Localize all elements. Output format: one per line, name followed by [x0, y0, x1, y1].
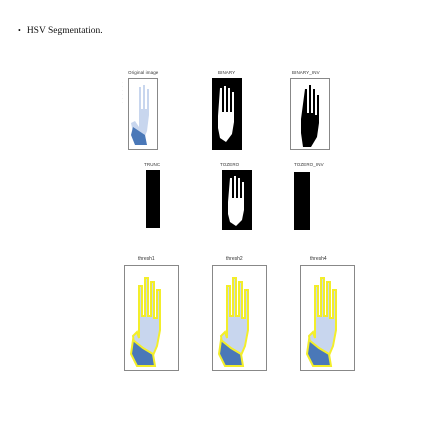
label-thresh1: thresh1 [138, 256, 155, 262]
label-binary-inv: BINARY_INV [292, 70, 320, 75]
thresh4-panel [300, 265, 355, 371]
thresh2-panel [212, 265, 267, 371]
binary-inv-panel [290, 78, 330, 150]
binary-panel [212, 78, 242, 150]
tozero-hand-image [222, 170, 252, 230]
label-tozero-inv: TOZERO_INV [294, 162, 324, 167]
thresh4-hand-image [301, 266, 354, 370]
binary-hand-image [212, 78, 242, 150]
thresh1-panel [124, 265, 179, 371]
label-trunc: TRUNC [144, 162, 161, 167]
bullet: • [18, 26, 21, 35]
trunc-panel [146, 170, 160, 228]
thresh2-hand-image [213, 266, 266, 370]
axis-ticks-left: ······ [122, 80, 123, 104]
tozero-panel [222, 170, 252, 230]
thresh1-hand-image [125, 266, 178, 370]
label-binary: BINARY [218, 70, 236, 75]
label-thresh2: thresh2 [226, 256, 243, 262]
section-heading: • HSV Segmentation. [18, 26, 103, 36]
label-original-image: Original image [128, 70, 159, 75]
binary-inv-hand-image [291, 79, 329, 149]
tozero-inv-panel [294, 172, 310, 230]
original-hand-image [129, 79, 157, 149]
label-tozero: TOZERO [220, 162, 240, 167]
section-title: HSV Segmentation. [26, 26, 103, 36]
original-image-panel [128, 78, 158, 150]
label-thresh4: thresh4 [310, 256, 327, 262]
